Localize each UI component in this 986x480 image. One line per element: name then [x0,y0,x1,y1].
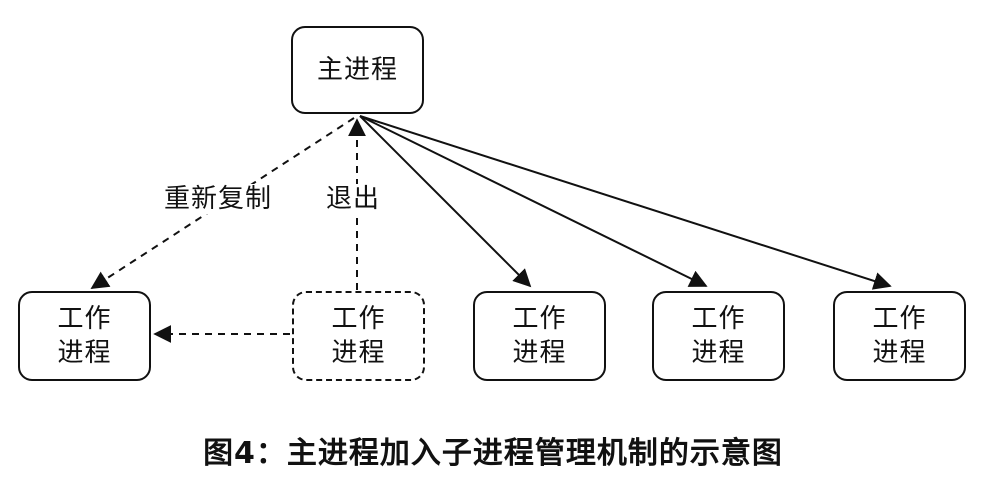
worker-label-line2: 进程 [691,338,746,368]
figure-caption: 图4：主进程加入子进程管理机制的示意图 [203,436,783,471]
worker-label-line2: 进程 [512,338,567,368]
worker-label-line2: 进程 [331,338,386,368]
worker-label-line2: 进程 [872,338,927,368]
worker-label-line2: 进程 [57,338,112,368]
master-process-label: 主进程 [316,55,398,85]
worker-process-node-5: 工作 进程 [833,291,966,381]
edge-label-refork: 重新复制 [162,184,275,214]
worker-label-line1: 工作 [57,304,112,334]
worker-process-node-4: 工作 进程 [652,291,785,381]
worker-label-line1: 工作 [331,304,386,334]
edge-to-worker-3 [359,115,532,288]
worker-process-node-1: 工作 进程 [18,291,151,381]
edge-label-exit: 退出 [324,184,383,214]
worker-label-line1: 工作 [512,304,567,334]
worker-process-node-exiting: 工作 进程 [292,291,425,381]
worker-label-line1: 工作 [691,304,746,334]
worker-process-node-3: 工作 进程 [473,291,606,381]
edge-to-worker-4 [359,115,708,287]
edge-to-worker-5 [359,115,892,290]
master-process-node: 主进程 [291,26,424,114]
worker-label-line1: 工作 [872,304,927,334]
